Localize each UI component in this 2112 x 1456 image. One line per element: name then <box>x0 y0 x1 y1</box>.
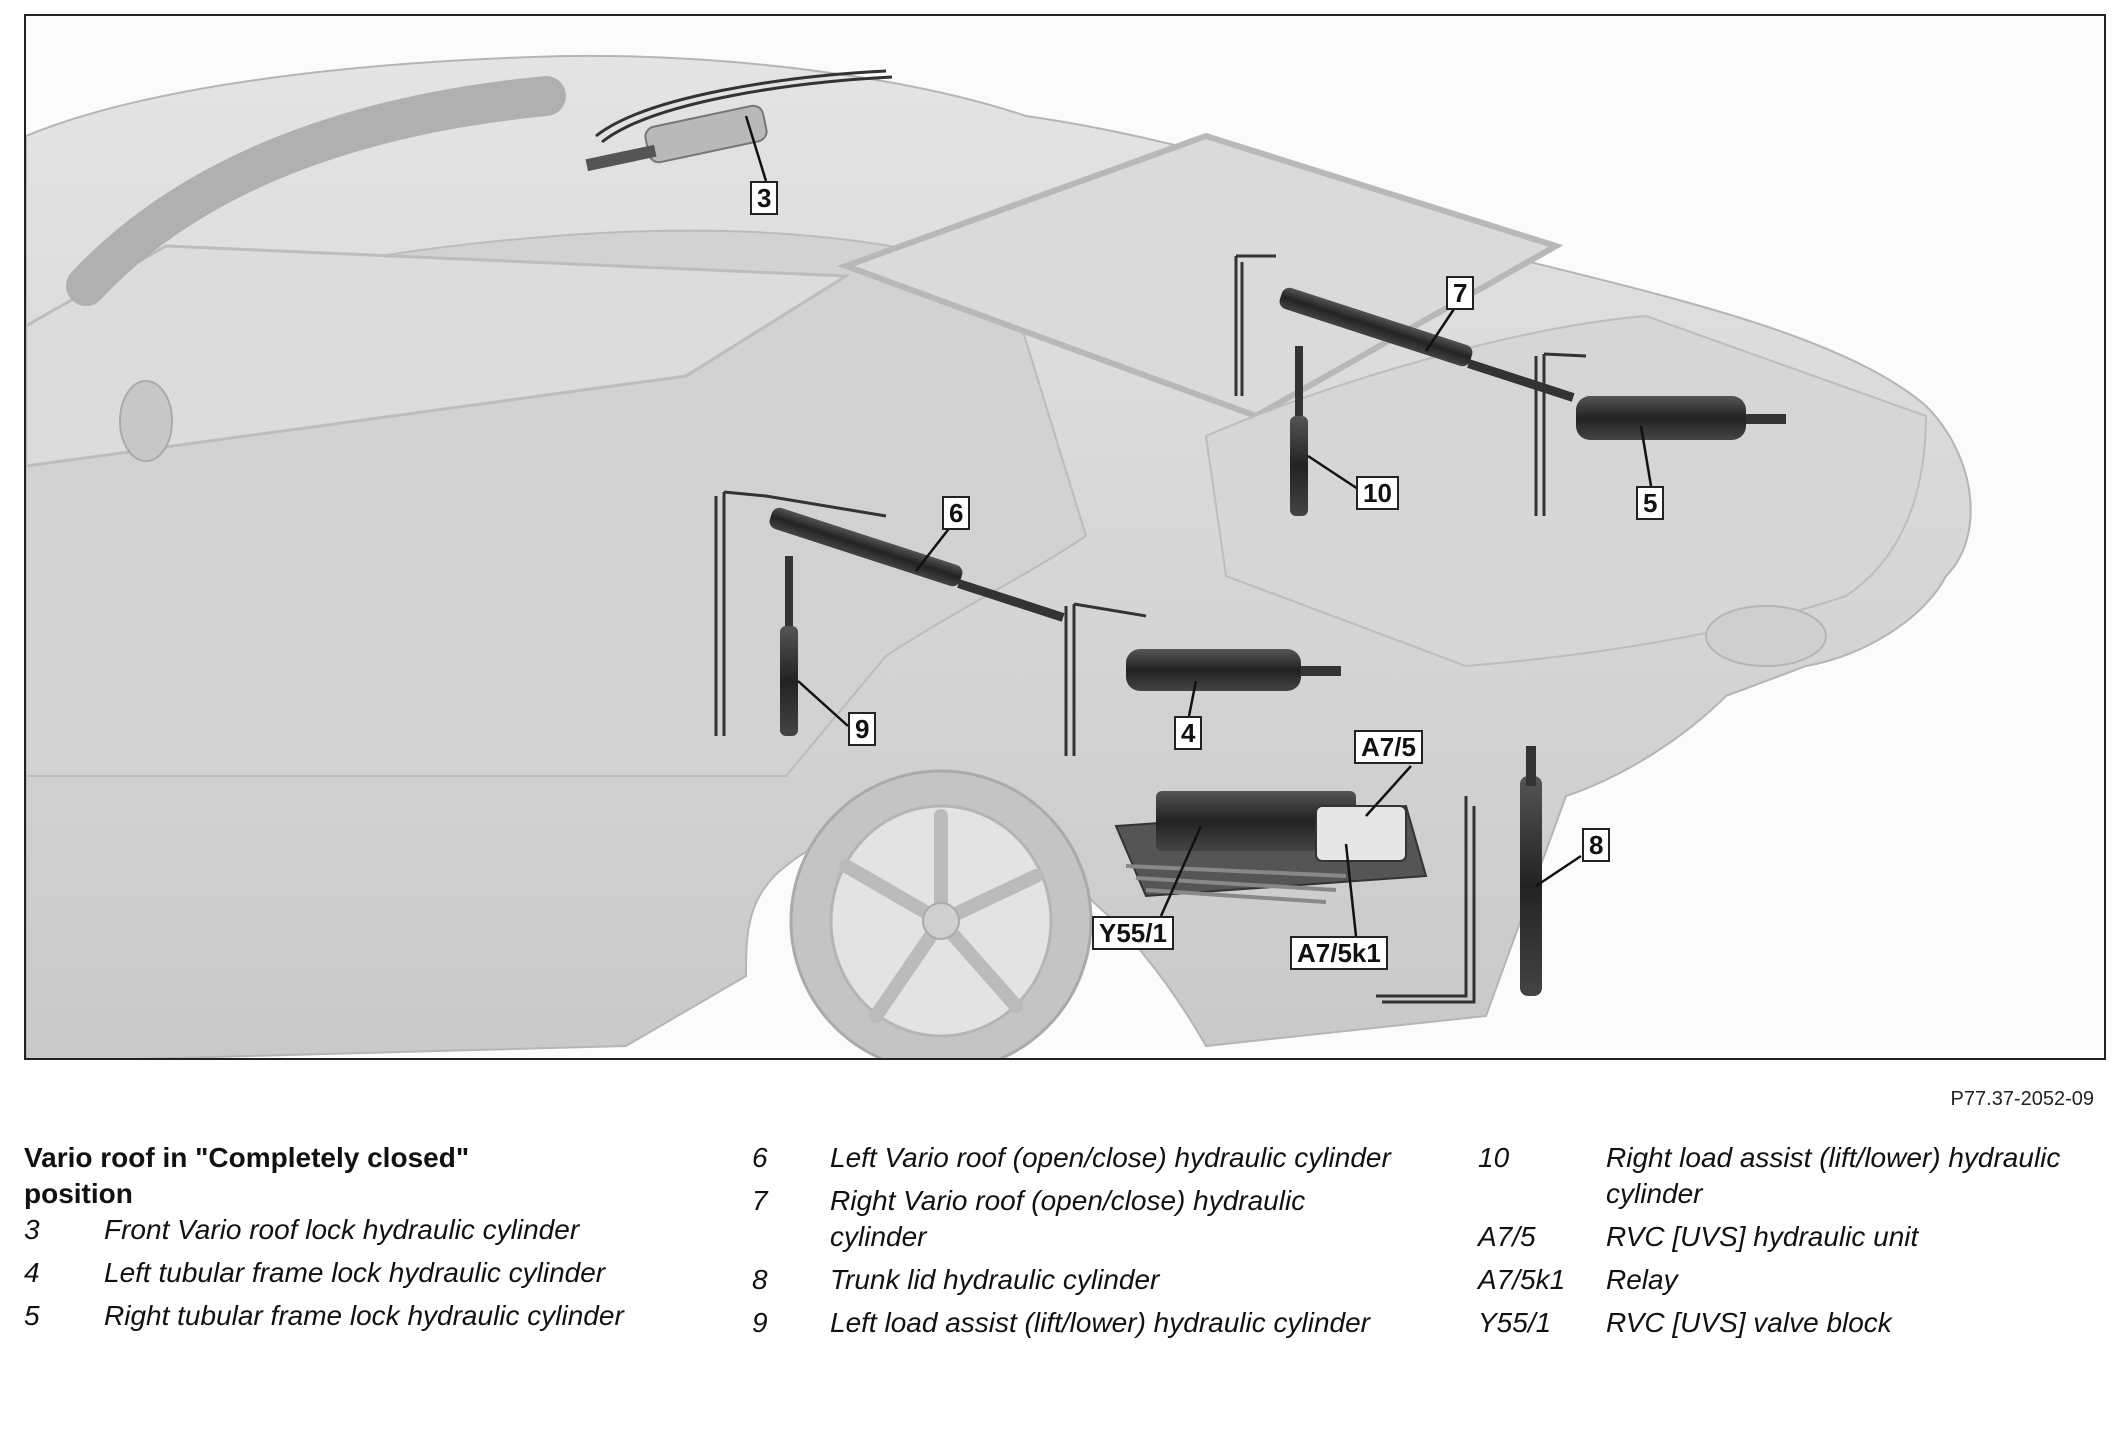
valve-block-shape <box>1156 791 1356 851</box>
legend-description: Left Vario roof (open/close) hydraulic c… <box>830 1142 1391 1173</box>
cylinder-7-shape <box>1279 287 1473 367</box>
legend-code: 4 <box>24 1257 40 1288</box>
legend-code: 7 <box>752 1185 768 1216</box>
legend-description: RVC [UVS] valve block <box>1606 1307 1892 1338</box>
legend-code: 10 <box>1478 1142 1510 1173</box>
car-body <box>26 54 1972 1058</box>
figure-id-label: P77.37-2052-09 <box>1950 1088 2094 1110</box>
legend-description: Right load assist (lift/lower) hydraulic… <box>1606 1142 2061 1209</box>
legend-item: 8 Trunk lid hydraulic cylinder <box>752 1262 1392 1298</box>
callout-4: 4 <box>1174 716 1203 750</box>
relay-shape <box>1315 805 1407 862</box>
legend-item: A7/5 RVC [UVS] hydraulic unit <box>1478 1219 2078 1255</box>
legend-description: Left load assist (lift/lower) hydraulic … <box>830 1307 1370 1338</box>
legend-description: Front Vario roof lock hydraulic cylinder <box>104 1214 580 1245</box>
callout-9: 9 <box>848 712 877 746</box>
callout-5: 5 <box>1636 486 1665 520</box>
legend-code: 6 <box>752 1142 768 1173</box>
legend-item: 4 Left tubular frame lock hydraulic cyli… <box>24 1255 664 1291</box>
legend-item: 10 Right load assist (lift/lower) hydrau… <box>1478 1140 2078 1212</box>
callout-a7-5: A7/5 <box>1354 730 1423 764</box>
legend-column-1: Vario roof in "Completely closed" positi… <box>24 1140 664 1341</box>
legend-description: RVC [UVS] hydraulic unit <box>1606 1221 1919 1252</box>
legend-column-2: 6 Left Vario roof (open/close) hydraulic… <box>752 1140 1392 1348</box>
leader-lines <box>744 115 1653 937</box>
hydraulic-lines <box>595 69 1587 1004</box>
cylinder-9-shape <box>780 626 798 736</box>
legend-code: 5 <box>24 1300 40 1331</box>
legend-description: Relay <box>1606 1264 1678 1295</box>
cylinder-5-shape <box>1576 396 1746 440</box>
legend-item: 3 Front Vario roof lock hydraulic cylind… <box>24 1212 664 1248</box>
legend-item: 6 Left Vario roof (open/close) hydraulic… <box>752 1140 1392 1176</box>
rear-wheel <box>789 769 1093 1058</box>
car-illustration <box>26 54 1972 1058</box>
cylinder-8-shape <box>1520 776 1542 996</box>
legend-description: Right tubular frame lock hydraulic cylin… <box>104 1300 624 1331</box>
legend-code: A7/5 <box>1478 1221 1536 1252</box>
callout-a7-5k1: A7/5k1 <box>1290 936 1388 970</box>
legend-item: 5 Right tubular frame lock hydraulic cyl… <box>24 1298 664 1334</box>
callout-6: 6 <box>942 496 971 530</box>
legend-code: 9 <box>752 1307 768 1338</box>
car-diagram: 3 4 5 6 7 8 9 10 A7/5 A7/5k1 Y55/1 <box>24 14 2106 1060</box>
legend-code: A7/5k1 <box>1478 1264 1566 1295</box>
cylinder-6-shape <box>769 507 963 587</box>
legend-column-3: 10 Right load assist (lift/lower) hydrau… <box>1478 1140 2078 1348</box>
callout-y55-1: Y55/1 <box>1092 916 1174 950</box>
callout-10: 10 <box>1356 476 1399 510</box>
legend-item: Y55/1 RVC [UVS] valve block <box>1478 1305 2078 1341</box>
cylinder-10-shape <box>1290 416 1308 516</box>
legend-description: Trunk lid hydraulic cylinder <box>830 1264 1160 1295</box>
legend-code: Y55/1 <box>1478 1307 1552 1338</box>
callout-3: 3 <box>750 181 779 215</box>
legend-title: Vario roof in "Completely closed" positi… <box>24 1142 470 1209</box>
legend-description: Right Vario roof (open/close) hydraulic … <box>830 1185 1306 1252</box>
legend-item: 9 Left load assist (lift/lower) hydrauli… <box>752 1305 1392 1341</box>
legend-code: 3 <box>24 1214 40 1245</box>
legend-code: 8 <box>752 1264 768 1295</box>
callout-8: 8 <box>1582 828 1611 862</box>
legend-item: 7 Right Vario roof (open/close) hydrauli… <box>752 1183 1392 1255</box>
hydraulic-cylinders <box>585 104 1786 996</box>
callout-7: 7 <box>1446 276 1475 310</box>
cylinder-4-shape <box>1126 649 1301 691</box>
legend-description: Left tubular frame lock hydraulic cylind… <box>104 1257 606 1288</box>
legend-item: A7/5k1 Relay <box>1478 1262 2078 1298</box>
